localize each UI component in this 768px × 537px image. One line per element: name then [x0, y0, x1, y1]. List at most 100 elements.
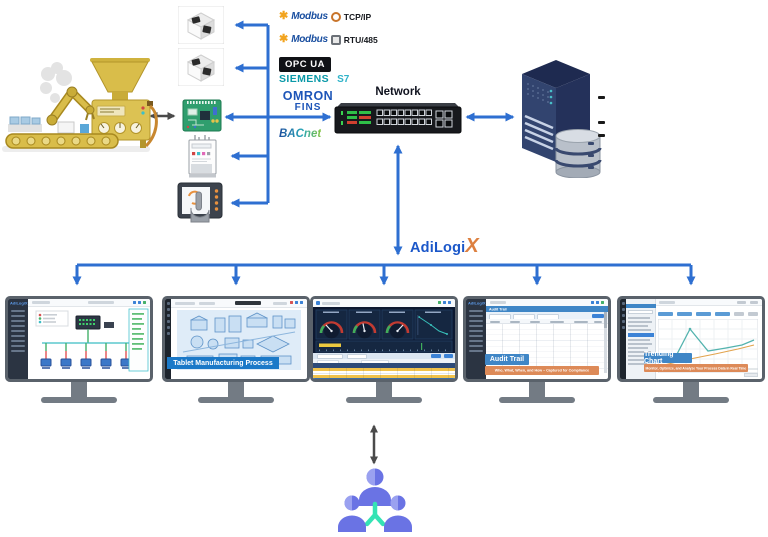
monitor-trending: Trending Chart Monitor, Optimize, and An…: [617, 296, 765, 403]
trend-panel: [414, 309, 453, 340]
search-button: [592, 313, 604, 318]
app-sidebar: AdiLogiX: [8, 299, 28, 379]
protocol-row-modbus-rtu: ✱ Modbus RTU/485: [279, 33, 378, 46]
tcp-badge-icon: [330, 11, 341, 22]
connection-y-shape: [364, 501, 386, 527]
monitor-stand: [71, 382, 87, 397]
audit-filter-row: [486, 312, 608, 320]
monitor-stand: [683, 382, 699, 397]
smoke-puffs: [40, 62, 72, 103]
table-column-lines: [313, 363, 455, 378]
process-banner: Tablet Manufacturing Process: [167, 357, 279, 369]
app-sidebar: AdiLogiX: [466, 299, 486, 379]
adilogix-brand: AdiLogi X: [410, 235, 479, 257]
blue-connectors: [72, 20, 696, 286]
analyzer-instrument-icon: [188, 135, 217, 178]
io-sensor-icon: [178, 6, 224, 44]
app-topbar: [171, 299, 307, 308]
alarm-row: [313, 371, 455, 375]
protocol-label: TCP/IP: [343, 11, 372, 22]
switch-ports: [376, 109, 453, 128]
audit-badge: Audit Trail: [485, 354, 529, 365]
topology-drops: [40, 343, 132, 369]
touch-hand: [190, 191, 210, 223]
icon-rail: [620, 299, 626, 379]
siemens-logo: SIEMENS: [279, 73, 330, 85]
switch-leds: [341, 111, 371, 125]
gauge-panel: [348, 309, 381, 340]
window-button: [133, 301, 136, 304]
protocol-label: RTU/485: [343, 34, 378, 45]
protocol-row-omron: OMRON FINS: [282, 90, 334, 113]
hmi-touch-panel-icon: [177, 182, 223, 223]
monitor-base: [346, 397, 422, 403]
trending-banner: Monitor, Optimize, and Analyze Your Proc…: [644, 364, 748, 372]
server-stripes: [524, 114, 554, 151]
fins-label: FINS: [294, 101, 322, 113]
monitor-stand: [376, 382, 392, 397]
protocol-row-opcua: OPC UA: [279, 54, 331, 72]
protocol-row-modbus-tcp: ✱ Modbus TCP/IP: [279, 10, 372, 23]
opcua-logo: OPC UA: [279, 57, 331, 72]
pen-chip-row: [658, 312, 760, 317]
io-sensor-icon: [178, 48, 224, 86]
app-logo: AdiLogiX: [468, 301, 486, 306]
robot-arm: [46, 86, 95, 126]
rtu-badge-icon: [330, 34, 341, 45]
network-label: Network: [375, 86, 421, 98]
icon-rail: [165, 299, 171, 379]
monitor-base: [41, 397, 117, 403]
toolbar-button: [750, 300, 758, 304]
protocol-row-bacnet: BACnet: [279, 124, 321, 142]
monitor-trending-screen: Trending Chart Monitor, Optimize, and An…: [617, 296, 765, 382]
brand-x: X: [465, 235, 479, 257]
app-topbar: [656, 299, 762, 306]
gauges-and-charts: [315, 309, 453, 353]
monitor-topology: AdiLogiX: [5, 296, 153, 403]
server-vent-dots: [527, 83, 549, 103]
alarm-table-header: [313, 363, 455, 368]
s7-label: S7: [337, 73, 350, 85]
scrollbar: [604, 312, 607, 373]
app-logo-mark: [316, 301, 320, 305]
table-footer: [313, 378, 455, 379]
bacnet-logo: BACnet: [279, 128, 322, 140]
network-topology-canvas: [28, 307, 150, 379]
monitor-base: [198, 397, 274, 403]
selected-tag: [628, 333, 654, 337]
monitor-dashboard: [310, 296, 458, 403]
modbus-logo-text: Modbus: [291, 11, 328, 22]
audit-header-band: Audit Trail: [486, 306, 608, 312]
brand-prefix: AdiLogi: [410, 240, 466, 256]
omron-logo: OMRON: [282, 89, 334, 103]
monitor-dashboard-screen: [310, 296, 458, 382]
monitor-stand: [228, 382, 244, 397]
monitor-base: [499, 397, 575, 403]
database-icon: [554, 129, 602, 178]
alarm-row-highlight: [313, 367, 455, 372]
monitor-audit: AdiLogiX Audit Trail: [463, 296, 611, 403]
network-switch-icon: [334, 103, 462, 134]
modbus-logo-text: Modbus: [291, 34, 328, 45]
monitor-base: [653, 397, 729, 403]
toolbar-button: [737, 300, 746, 304]
monitor-audit-screen: AdiLogiX Audit Trail: [463, 296, 611, 382]
embedded-pcb-icon: [182, 99, 222, 132]
users-group-icon: [338, 468, 412, 532]
app-topbar: [28, 299, 150, 307]
timeline-panel: [315, 340, 453, 353]
alarm-row-highlight: [313, 374, 455, 378]
modbus-star-icon: ✱: [279, 33, 289, 45]
audit-column-header: [486, 319, 608, 324]
active-tab: [235, 301, 261, 305]
modbus-star-icon: ✱: [279, 10, 289, 22]
factory-machine-icon: [2, 58, 158, 152]
gauge-panel: [381, 309, 414, 340]
monitor-topology-screen: AdiLogiX: [5, 296, 153, 382]
monitor-stand: [529, 382, 545, 397]
tag-search-box: [628, 310, 653, 314]
protocol-row-siemens: SIEMENS S7: [279, 73, 349, 85]
pagination-control: [744, 373, 758, 377]
